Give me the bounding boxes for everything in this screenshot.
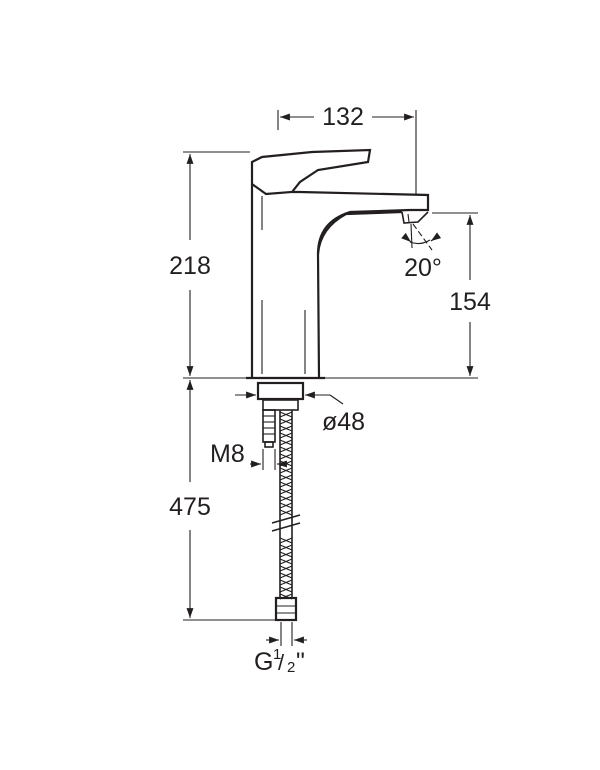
braided-hose <box>271 410 301 622</box>
hose-thread-prefix: G <box>254 648 273 676</box>
lever-handle <box>250 148 372 196</box>
dim-label-thread: M8 <box>210 440 245 468</box>
dim-label-angle: 20° <box>404 254 442 282</box>
hose-thread-suffix: " <box>296 648 305 676</box>
hose-thread-denominator: 2 <box>287 659 295 676</box>
spout-underside <box>316 210 403 255</box>
dim-label-width: 132 <box>322 103 364 131</box>
threaded-rod <box>262 409 276 448</box>
dim-label-diameter: ø48 <box>322 408 365 436</box>
dim-label-hose-thread: G 1 / 2 " <box>254 646 305 676</box>
svg-text:/: / <box>278 650 285 675</box>
dimension-lines <box>183 110 478 646</box>
dim-label-hose-length: 475 <box>169 493 211 521</box>
aerator <box>401 211 429 224</box>
dim-label-spout-height: 154 <box>449 288 491 316</box>
hose-fitting <box>274 596 298 622</box>
faucet-body <box>246 148 430 622</box>
hose-thread-numerator: 1 <box>273 646 281 663</box>
dim-label-height: 218 <box>169 252 211 280</box>
mounting-block <box>256 381 305 401</box>
